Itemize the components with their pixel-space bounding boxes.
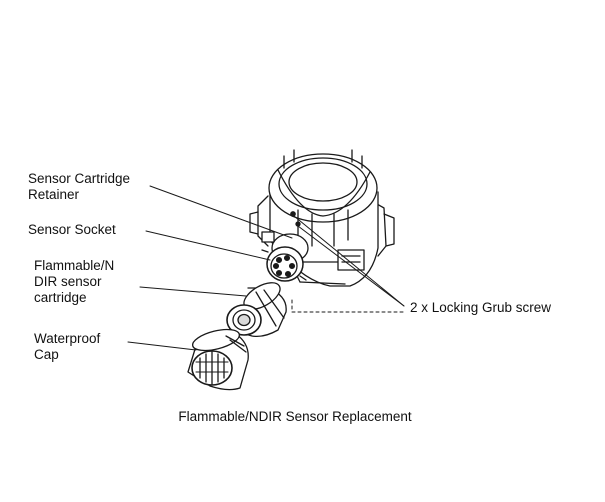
label-locking-grub-screw: 2 x Locking Grub screw — [410, 300, 552, 315]
leader-lines — [127, 185, 405, 351]
figure-caption: Flammable/NDIR Sensor Replacement — [178, 409, 412, 424]
leader-cartridge — [139, 286, 247, 297]
leader-grub-1 — [293, 215, 405, 307]
leader-cap — [127, 341, 197, 351]
leader-socket — [145, 230, 271, 261]
waterproof-cap — [187, 328, 249, 391]
sensor-cartridge — [226, 282, 287, 338]
leader-grub-2 — [297, 225, 405, 307]
sensor-socket — [261, 246, 307, 282]
label-sensor-cartridge: Flammable/N DIR sensor cartridge — [34, 258, 115, 305]
label-sensor-cartridge-retainer: Sensor Cartridge Retainer — [28, 171, 131, 202]
label-sensor-socket: Sensor Socket — [28, 222, 116, 237]
leader-retainer — [149, 185, 293, 239]
label-waterproof-cap: Waterproof Cap — [34, 331, 101, 362]
